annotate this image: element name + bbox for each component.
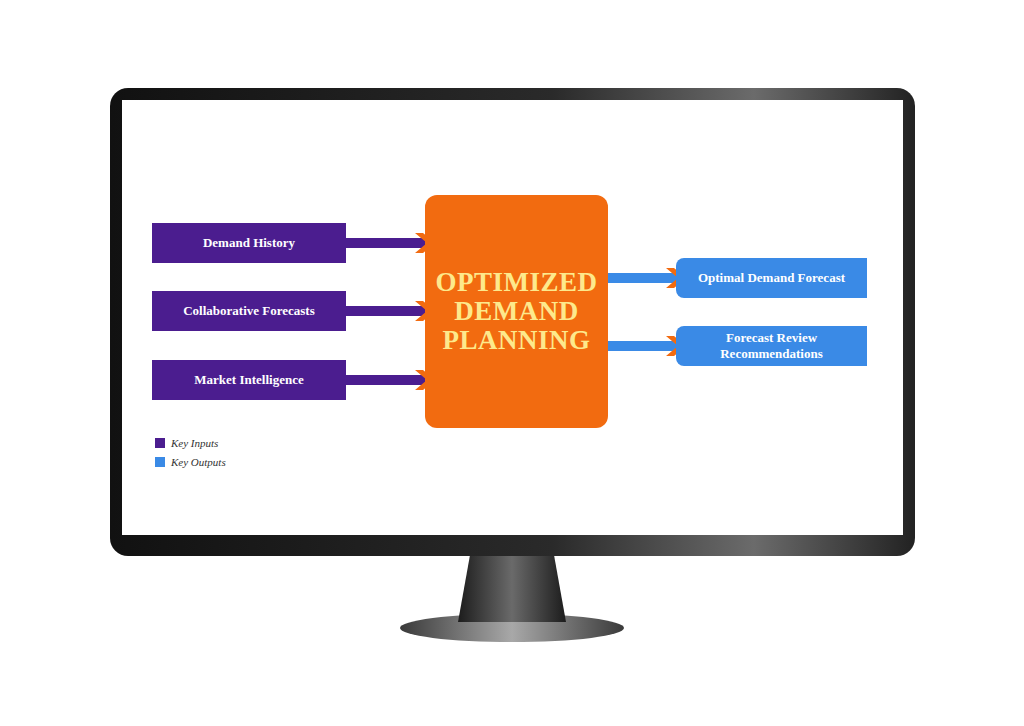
box-label: Collaborative Forecasts	[183, 303, 315, 319]
legend-swatch	[155, 457, 165, 467]
legend-label: Key Outputs	[171, 456, 226, 468]
legend-row: Key Outputs	[155, 452, 226, 471]
flow-arrow	[346, 238, 425, 248]
input-box: Demand History	[152, 223, 346, 263]
output-box: Forecast Review Recommendations	[676, 326, 867, 366]
flow-arrow	[608, 341, 676, 351]
box-label: OPTIMIZED DEMAND PLANNING	[433, 268, 600, 355]
monitor-bezel	[110, 88, 915, 556]
monitor-screen	[122, 100, 903, 535]
box-label: Demand History	[203, 235, 295, 251]
flow-arrow	[608, 273, 676, 283]
legend-row: Key Inputs	[155, 433, 226, 452]
input-box: Market Intelligence	[152, 360, 346, 400]
legend-label: Key Inputs	[171, 437, 218, 449]
output-box: Optimal Demand Forecast	[676, 258, 867, 298]
box-label: Market Intelligence	[194, 372, 303, 388]
process-box: OPTIMIZED DEMAND PLANNING	[425, 195, 608, 428]
stand-neck	[458, 555, 566, 622]
legend-swatch	[155, 438, 165, 448]
flow-arrow	[346, 306, 425, 316]
box-label: Forecast Review Recommendations	[686, 330, 857, 362]
box-label: Optimal Demand Forecast	[698, 270, 845, 286]
input-box: Collaborative Forecasts	[152, 291, 346, 331]
flow-arrow	[346, 375, 425, 385]
